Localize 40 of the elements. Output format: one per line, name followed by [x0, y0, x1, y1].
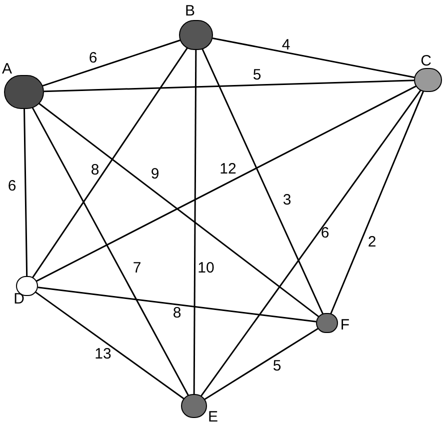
edge-label: 4	[282, 38, 290, 52]
edge-line	[32, 47, 188, 278]
edge-line	[200, 90, 422, 396]
edge-label: 9	[150, 166, 160, 182]
edge-line	[35, 292, 184, 400]
edge-label: 12	[220, 162, 236, 176]
edge-label: 7	[132, 260, 142, 276]
edge-label: 6	[8, 178, 16, 194]
graph-vertex	[4, 75, 44, 109]
edge-line	[32, 107, 189, 396]
edge-line	[330, 91, 424, 314]
edge-label: 6	[320, 226, 330, 240]
edge-line	[44, 80, 414, 92]
vertex-label: B	[185, 4, 195, 18]
graph-vertex	[414, 68, 442, 92]
vertex-label: C	[420, 54, 432, 68]
edge-line	[24, 108, 28, 276]
edge-line	[193, 50, 197, 394]
edge-label: 5	[252, 68, 262, 82]
edge-label: 8	[90, 162, 100, 178]
edge-line	[202, 48, 324, 314]
vertex-label: E	[208, 410, 218, 424]
edge-label: 2	[368, 234, 376, 250]
edge-line	[36, 86, 416, 282]
edge-label: 3	[282, 192, 292, 208]
edge-label: 6	[88, 50, 98, 66]
graph-vertex	[179, 20, 213, 50]
edge-label: 5	[272, 358, 282, 374]
edge-line	[212, 37, 414, 78]
graph-vertex	[181, 394, 207, 418]
graph-vertex	[316, 313, 338, 333]
edge-line	[38, 286, 316, 322]
edge-label: 13	[94, 346, 112, 362]
edge-line	[38, 102, 320, 318]
edge-line	[204, 328, 318, 400]
edge-label: 8	[172, 306, 182, 320]
edge-line	[42, 40, 180, 87]
vertex-label: A	[2, 62, 12, 76]
vertex-label: F	[340, 318, 350, 332]
edge-label: 10	[198, 260, 214, 276]
